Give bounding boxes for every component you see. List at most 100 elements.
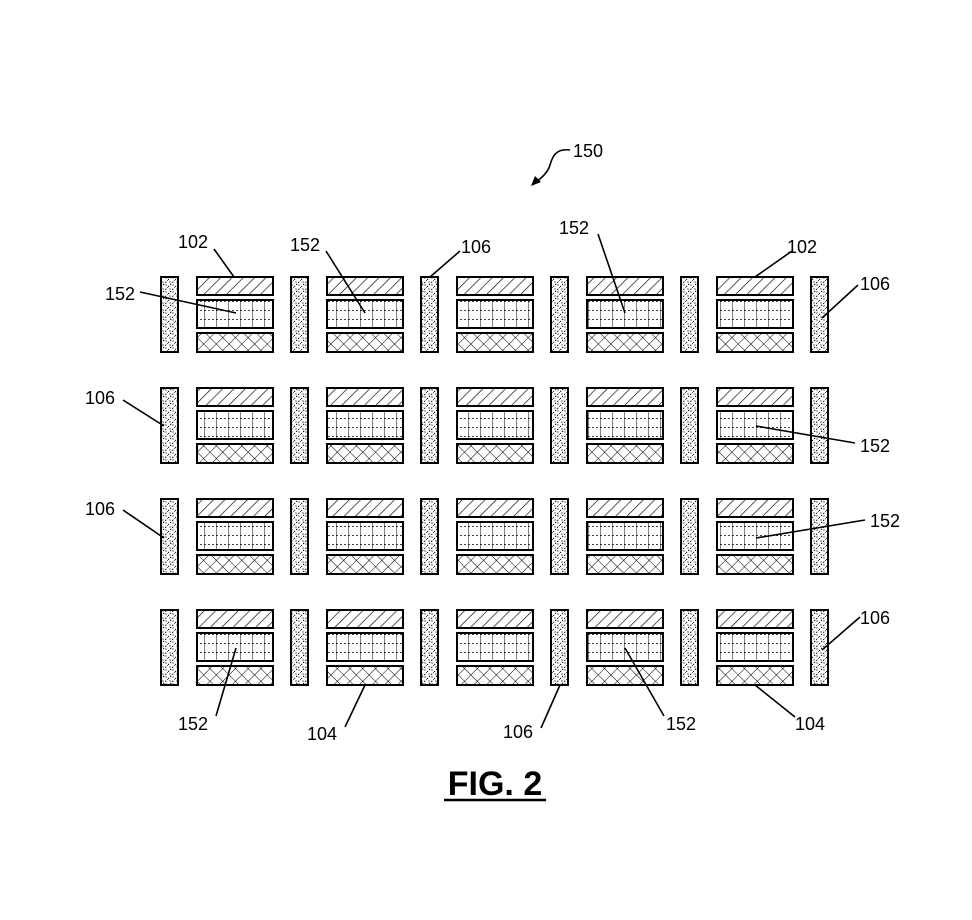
divider-bar	[810, 276, 829, 353]
bottom-layer	[586, 554, 664, 575]
middle-layer	[716, 521, 794, 551]
middle-layer	[586, 521, 664, 551]
leader-line	[821, 616, 861, 651]
caption-text: FIG. 2	[448, 765, 542, 803]
top-layer	[586, 609, 664, 629]
middle-layer	[326, 632, 404, 662]
bottom-layer	[716, 665, 794, 686]
middle-layer	[586, 299, 664, 329]
leader-line	[754, 250, 793, 278]
reference-numerals: 102 152 152 106 152 102 106 106 152 106 …	[85, 218, 900, 744]
bottom-layer	[716, 332, 794, 353]
bottom-layer	[326, 443, 404, 464]
top-layer	[456, 498, 534, 518]
cell	[456, 276, 534, 353]
cell	[456, 387, 534, 464]
bottom-layer	[456, 332, 534, 353]
divider-bar	[680, 387, 699, 464]
top-layer	[196, 609, 274, 629]
middle-layer	[716, 410, 794, 440]
divider-bar	[680, 609, 699, 686]
divider-bar	[290, 387, 309, 464]
top-layer	[716, 387, 794, 407]
divider-bar	[160, 387, 179, 464]
label-106: 106	[461, 237, 491, 257]
top-layer	[456, 387, 534, 407]
cell	[586, 609, 664, 686]
reference-label: 150	[573, 141, 603, 161]
cell	[326, 387, 404, 464]
middle-layer	[326, 410, 404, 440]
top-layer	[586, 387, 664, 407]
middle-layer	[326, 521, 404, 551]
top-layer	[456, 276, 534, 296]
label-106: 106	[503, 722, 533, 742]
top-layer	[326, 387, 404, 407]
leader-line	[597, 233, 626, 314]
top-layer	[716, 609, 794, 629]
middle-layer	[716, 632, 794, 662]
divider-bar	[290, 498, 309, 575]
middle-layer	[196, 521, 274, 551]
cell	[196, 609, 274, 686]
leader-line	[754, 684, 796, 718]
cell	[586, 498, 664, 575]
divider-bar	[420, 276, 439, 353]
bottom-layer	[196, 332, 274, 353]
cell	[456, 609, 534, 686]
divider-bar	[680, 276, 699, 353]
middle-layer	[196, 410, 274, 440]
bottom-layer	[716, 554, 794, 575]
middle-layer	[196, 299, 274, 329]
label-102: 102	[178, 232, 208, 252]
label-106: 106	[860, 274, 890, 294]
cell	[716, 609, 794, 686]
label-152: 152	[290, 235, 320, 255]
divider-bar	[420, 387, 439, 464]
divider-bar	[550, 609, 569, 686]
divider-bar	[550, 387, 569, 464]
middle-layer	[456, 299, 534, 329]
cell	[196, 276, 274, 353]
cell	[196, 498, 274, 575]
leader-line	[213, 248, 235, 278]
label-152: 152	[870, 511, 900, 531]
divider-bar	[810, 609, 829, 686]
divider-bar	[420, 609, 439, 686]
label-106: 106	[860, 608, 890, 628]
bottom-layer	[716, 443, 794, 464]
middle-layer	[456, 410, 534, 440]
cell	[586, 276, 664, 353]
divider-bar	[290, 276, 309, 353]
middle-layer	[716, 299, 794, 329]
top-layer	[716, 498, 794, 518]
cell	[456, 498, 534, 575]
bottom-layer	[196, 554, 274, 575]
top-layer	[196, 387, 274, 407]
bottom-layer	[456, 554, 534, 575]
leader-line	[540, 684, 561, 729]
top-layer	[326, 498, 404, 518]
reference-arrow-150: 150	[531, 141, 603, 186]
label-152: 152	[860, 436, 890, 456]
leader-line	[215, 647, 237, 717]
divider-bar	[160, 609, 179, 686]
middle-layer	[586, 410, 664, 440]
middle-layer	[586, 632, 664, 662]
label-152: 152	[559, 218, 589, 238]
divider-bar	[290, 609, 309, 686]
cell-array	[196, 276, 794, 686]
top-layer	[586, 498, 664, 518]
middle-layer	[326, 299, 404, 329]
cell	[326, 498, 404, 575]
label-106: 106	[85, 388, 115, 408]
bottom-layer	[586, 665, 664, 686]
top-layer	[456, 609, 534, 629]
leader-line	[755, 425, 856, 444]
divider-bar	[420, 498, 439, 575]
leader-line	[755, 519, 866, 539]
cell	[326, 276, 404, 353]
bottom-layer	[326, 665, 404, 686]
label-152: 152	[178, 714, 208, 734]
